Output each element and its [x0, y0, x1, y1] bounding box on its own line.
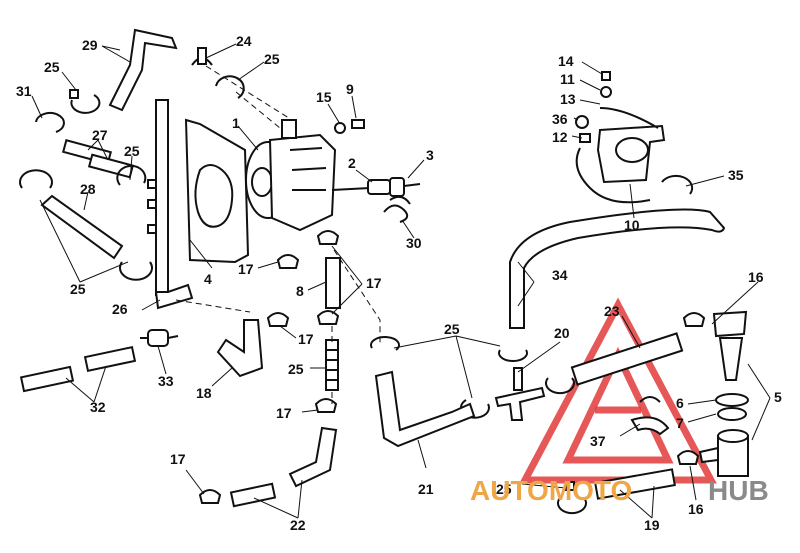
- watermark-text-a: AUTOMOTO: [470, 475, 632, 506]
- part-hose-30: [108, 28, 178, 112]
- callout-labels: 29 25 31 27 25 28 25 24 25 1 15 9 2 3 30…: [16, 33, 782, 533]
- callout-25: 25: [44, 59, 60, 75]
- callout-1: 1: [232, 115, 240, 131]
- part-fitting-24: [191, 47, 213, 66]
- callout-8: 8: [296, 283, 304, 299]
- callout-13: 13: [560, 91, 576, 107]
- part-connector-35: [140, 329, 179, 347]
- callout-18: 18: [196, 385, 212, 401]
- callout-30: 29: [82, 37, 98, 53]
- callout-15: 15: [316, 89, 332, 105]
- callout-5: 5: [774, 389, 782, 405]
- part-fitting-26: [325, 339, 339, 391]
- part-screw-9: [334, 119, 365, 134]
- callout-3: 3: [426, 147, 434, 163]
- callout-25: 25: [496, 481, 512, 497]
- callout-36: 36: [552, 111, 568, 127]
- part-bracket-37: [630, 396, 670, 436]
- part-hose-23: [570, 332, 684, 386]
- part-clamp-17-a: [266, 230, 340, 413]
- callout-34: 32: [90, 399, 106, 415]
- part-pipe-28: [62, 139, 135, 179]
- callout-17: 17: [366, 275, 382, 291]
- callout-25: 25: [124, 143, 140, 159]
- callout-6: 6: [676, 395, 684, 411]
- callout-25: 35: [728, 167, 744, 183]
- part-hose-34: [19, 345, 137, 393]
- callout-37: 37: [590, 433, 606, 449]
- callout-17: 17: [276, 405, 292, 421]
- part-clamp-25-topleft: [69, 89, 101, 114]
- callout-17: 17: [238, 261, 254, 277]
- callout-16: 16: [688, 501, 704, 517]
- callout-16: 16: [748, 269, 764, 285]
- part-clip-32: [383, 195, 411, 223]
- callout-35: 33: [158, 373, 174, 389]
- callout-10: 10: [624, 217, 640, 233]
- part-hose-21: [374, 370, 476, 448]
- part-filter-5: [698, 310, 749, 477]
- callout-26: 25: [288, 361, 304, 377]
- dashed-routing: [175, 65, 381, 404]
- callout-12: 12: [552, 129, 568, 145]
- part-hose-31: [509, 208, 726, 329]
- callout-11: 11: [560, 71, 575, 87]
- callout-31: 34: [552, 267, 568, 283]
- part-small-fasteners: [575, 71, 659, 143]
- callout-33: 31: [16, 83, 32, 99]
- part-hose-8: [325, 257, 341, 309]
- part-clamp-25-bottom: [557, 481, 587, 515]
- part-clamp-25-right: [661, 174, 694, 195]
- part-tee-fitting-20: [494, 367, 546, 421]
- part-clamp-33: [35, 112, 65, 133]
- part-bracket-4: [184, 118, 250, 264]
- part-hose-19: [594, 468, 676, 500]
- callout-25: 25: [444, 321, 460, 337]
- part-hose-22: [229, 426, 338, 508]
- callout-27: 26: [112, 301, 128, 317]
- callout-23: 23: [604, 303, 620, 319]
- watermark-text: AUTOMOTO HUB: [470, 475, 769, 506]
- watermark-text-b: HUB: [708, 475, 769, 506]
- callout-28: 27: [92, 127, 108, 143]
- part-connector-2: [367, 177, 421, 197]
- callout-25: 25: [264, 51, 280, 67]
- callout-14: 14: [558, 53, 574, 69]
- callout-22: 22: [290, 517, 306, 533]
- part-clamp-25-lower: [545, 377, 575, 395]
- callout-21: 21: [418, 481, 434, 497]
- callout-17: 17: [298, 331, 314, 347]
- part-hose-29: [40, 194, 124, 260]
- part-clamp-16: [676, 312, 706, 465]
- callout-9: 9: [346, 81, 354, 97]
- callout-2: 2: [348, 155, 356, 171]
- leader-lines: [31, 43, 771, 519]
- callout-32: 30: [406, 235, 422, 251]
- callout-4: 4: [204, 271, 212, 287]
- callout-7: 7: [676, 415, 684, 431]
- callout-29: 28: [80, 181, 96, 197]
- part-clamp-25-top: [215, 75, 245, 99]
- part-hose-18: [216, 319, 264, 378]
- part-fuel-filter-10: [575, 124, 666, 204]
- part-fuel-pump-1: [245, 119, 371, 232]
- callout-19: 19: [644, 517, 660, 533]
- part-fuel-line-27: [147, 99, 194, 310]
- callout-25: 25: [70, 281, 86, 297]
- callout-20: 20: [554, 325, 570, 341]
- part-clamp-25-left: [19, 164, 153, 281]
- callout-24: 24: [236, 33, 252, 49]
- callout-17: 17: [170, 451, 186, 467]
